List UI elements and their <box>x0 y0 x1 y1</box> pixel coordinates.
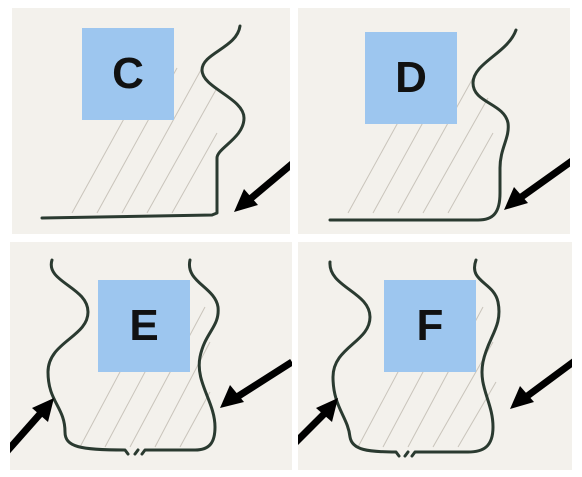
arrow-f-right <box>510 358 572 409</box>
panel-c: C <box>12 8 290 234</box>
panel-c-drawing <box>40 24 290 220</box>
panel-label-c: C <box>82 28 174 120</box>
panel-d: D <box>298 8 570 234</box>
arrow-d <box>504 157 570 210</box>
panel-label-d: D <box>365 32 457 124</box>
panel-label-e: E <box>98 280 190 372</box>
arrow-c <box>234 160 290 212</box>
panel-f: F <box>298 242 572 470</box>
tooth-outline-d <box>328 28 518 222</box>
tooth-outline-f <box>328 258 501 458</box>
arrow-e-left <box>10 398 54 454</box>
panel-label-f: F <box>384 280 476 372</box>
panel-d-drawing <box>328 28 570 222</box>
tooth-outline-c <box>40 24 246 220</box>
panel-e: E <box>10 242 292 470</box>
arrow-e-right <box>220 359 292 408</box>
arrow-f-left <box>298 398 338 445</box>
tooth-outline-e <box>46 258 220 456</box>
